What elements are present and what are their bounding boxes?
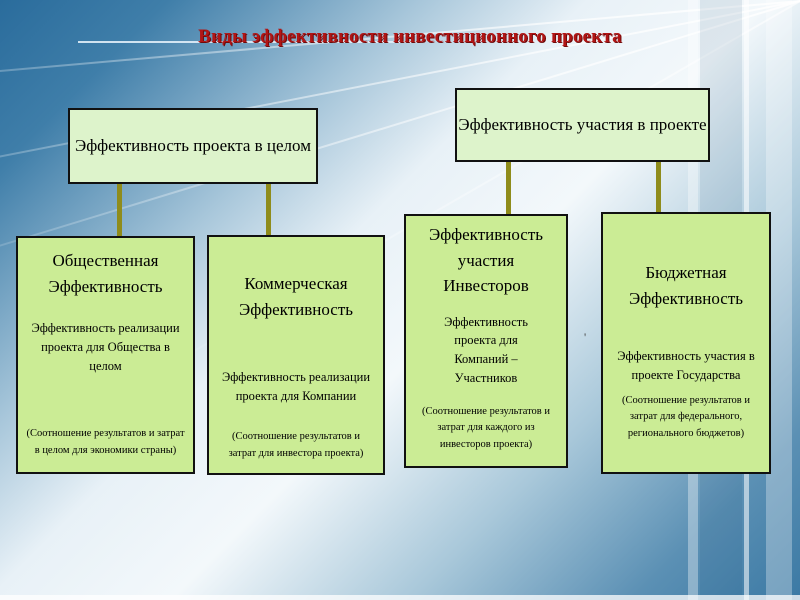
connector-participation-to-investors [506,161,511,216]
card-body: Эффективность участия в проекте Государс… [617,349,755,382]
card-note: (Соотношение результатов и затрат для ка… [422,405,550,451]
card-budget-efficiency: Бюджетная Эффективность Эффективность уч… [601,212,771,474]
connector-overall-to-commercial [266,183,271,237]
card-heading: Общественная Эффективность [48,251,163,296]
card-body: Эффективность реализации проекта для Ком… [221,370,371,403]
card-body: Эффективность проекта для Компаний – Уча… [444,314,528,385]
group-box-project-participation: Эффективность участия в проекте [455,88,710,162]
slide-title: Виды эффективности инвестиционного проек… [198,26,622,47]
card-commercial-efficiency: Коммерческая Эффективность Эффективность… [207,235,385,475]
card-note: (Соотношение результатов и затрат для ин… [228,431,364,460]
group-box-label: Эффективность участия в проекте [458,114,707,134]
card-note: (Соотношение результатов и затрат для фе… [622,394,750,440]
bottom-edge-strip [0,595,800,600]
title-underline [78,41,422,43]
stray-tick-mark: ' [584,330,587,344]
card-heading: Коммерческая Эффективность [238,274,354,319]
card-body: Эффективность реализации проекта для Общ… [31,321,180,373]
card-heading: Эффективность участия Инвесторов [428,225,544,295]
connector-overall-to-social [117,183,122,237]
card-investor-participation-efficiency: Эффективность участия Инвесторов Эффекти… [404,214,568,468]
connector-participation-to-budget [656,161,661,213]
group-box-label: Эффективность проекта в целом [75,135,311,155]
card-social-efficiency: Общественная Эффективность Эффективность… [16,236,195,474]
card-heading: Бюджетная Эффективность [628,263,744,308]
group-box-project-overall: Эффективность проекта в целом [68,108,318,184]
card-note: (Соотношение результатов и затрат в цело… [26,428,185,457]
